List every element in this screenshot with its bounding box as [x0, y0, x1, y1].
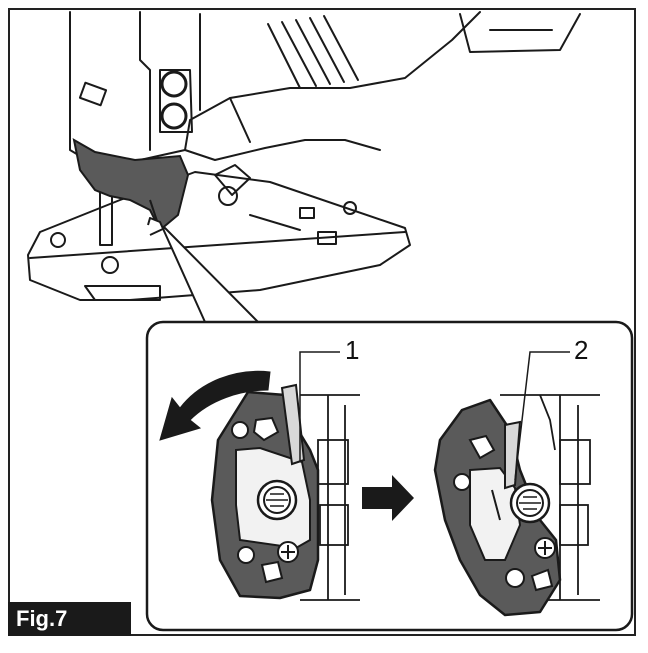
clamp-view-before — [210, 383, 360, 601]
callout-label-1: 1 — [345, 335, 360, 365]
right-arrow-icon — [362, 475, 414, 521]
rotate-arrow-icon — [159, 370, 271, 441]
figure-frame — [8, 8, 636, 636]
leader-line-1 — [299, 351, 340, 462]
jigsaw-overview — [27, 11, 581, 301]
callout-label-2: 2 — [574, 335, 589, 365]
leader-line-2 — [514, 351, 570, 481]
figure-label: Fig.7 — [8, 602, 131, 636]
clamp-view-after — [433, 394, 600, 617]
